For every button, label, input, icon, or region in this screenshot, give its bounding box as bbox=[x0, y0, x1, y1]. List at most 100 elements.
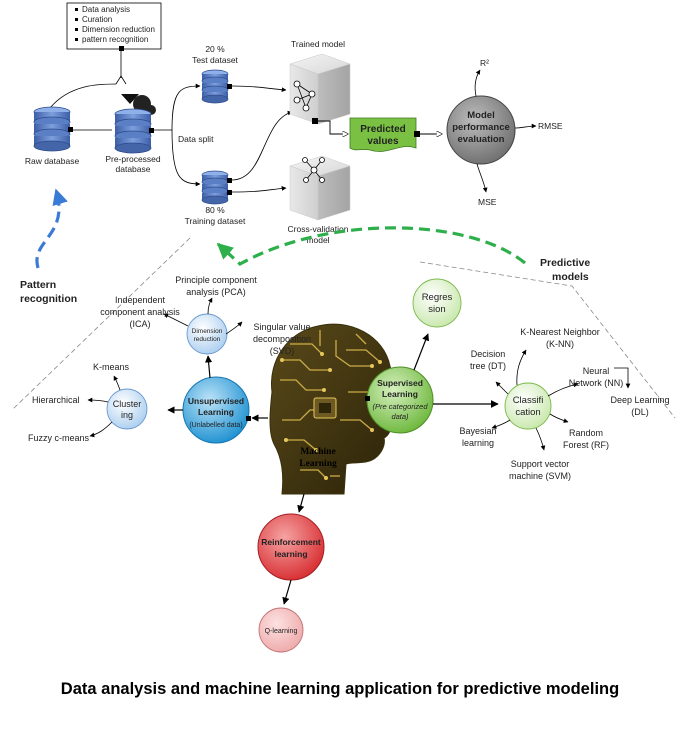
clustering-to-kmeans-arrow bbox=[113, 375, 121, 391]
preprocessed-database-label: database bbox=[116, 164, 151, 174]
clustering-to-hierarchical-arrow bbox=[87, 397, 109, 403]
classification-label: Classifi bbox=[513, 395, 544, 406]
machine-learning-head-icon bbox=[269, 323, 403, 495]
trained-model-label: Trained model bbox=[291, 39, 345, 49]
connector-node bbox=[312, 118, 318, 124]
kmeans-label: K-means bbox=[93, 362, 130, 372]
dimension-reduction-label: reduction bbox=[194, 336, 221, 343]
pattern-recognition-dashed-arrow bbox=[35, 188, 68, 269]
split-to-test-arrow bbox=[154, 83, 201, 131]
reinforcement-to-qlearning-arrow bbox=[282, 579, 292, 605]
class-to-bayesian-arrow bbox=[491, 419, 511, 429]
model-evaluation-node bbox=[446, 95, 516, 165]
rmse-label: RMSE bbox=[538, 121, 563, 131]
svd-label: decomposition bbox=[253, 334, 311, 344]
checklist-box: Data analysis Curation Dimension reducti… bbox=[66, 2, 162, 50]
pattern-recognition-label: Pattern bbox=[20, 279, 56, 291]
class-to-svm-arrow bbox=[535, 427, 546, 451]
supervised-learning-label: Learning bbox=[382, 389, 418, 399]
model-to-predicted-arrow bbox=[318, 120, 348, 134]
machine-learning-label: Learning bbox=[299, 459, 337, 469]
hierarchical-label: Hierarchical bbox=[32, 395, 80, 405]
dimension-reduction-label: Dimension bbox=[192, 328, 223, 335]
model-evaluation-label: evaluation bbox=[458, 134, 505, 145]
network-icon bbox=[302, 157, 325, 183]
knn-label: (K-NN) bbox=[546, 339, 574, 349]
model-evaluation-label: performance bbox=[452, 122, 510, 133]
supervised-to-regression-arrow bbox=[413, 333, 430, 371]
unsupervised-learning-label: Learning bbox=[198, 407, 234, 417]
bayesian-label: learning bbox=[462, 438, 494, 448]
knn-label: K-Nearest Neighbor bbox=[520, 327, 600, 337]
neural-network-label: Neural bbox=[583, 366, 610, 376]
connector-node bbox=[246, 416, 251, 421]
zoom-boundary-right bbox=[419, 261, 676, 419]
neural-network-label: Network (NN) bbox=[569, 378, 624, 388]
preprocessed-database-label: Pre-processed bbox=[105, 154, 161, 164]
dimreduction-to-ica-arrow bbox=[163, 313, 189, 327]
class-to-dt-arrow bbox=[495, 381, 509, 395]
class-to-nn-arrow bbox=[547, 382, 579, 397]
funnel-icon bbox=[121, 94, 139, 104]
unsupervised-to-dimreduction-arrow bbox=[205, 355, 213, 379]
connector-node bbox=[119, 46, 124, 51]
eval-to-rmse-arrow bbox=[514, 123, 537, 129]
clustering-to-fuzzy-arrow bbox=[89, 421, 113, 438]
mse-label: MSE bbox=[478, 197, 497, 207]
connector-node bbox=[227, 178, 232, 183]
raw-database-label: Raw database bbox=[25, 156, 80, 166]
nn-to-dl-arrow bbox=[614, 367, 631, 389]
regression-label: Regres bbox=[422, 292, 453, 303]
supervised-learning-node bbox=[366, 366, 434, 434]
reinforcement-learning-label: Reinforcement bbox=[261, 537, 321, 547]
checklist-fork bbox=[115, 75, 127, 85]
preprocessed-database-icon bbox=[114, 108, 152, 154]
checklist-item: Curation bbox=[82, 15, 112, 24]
predicted-values-label: Predicted bbox=[360, 124, 406, 135]
cross-validation-label: model bbox=[306, 235, 329, 245]
clustering-label: Cluster bbox=[113, 399, 142, 409]
clustering-label: ing bbox=[121, 410, 133, 420]
deep-learning-label: Deep Learning bbox=[610, 395, 669, 405]
dimreduction-to-pca-arrow bbox=[207, 297, 213, 315]
model-evaluation-label: Model bbox=[467, 110, 494, 121]
pattern-recognition-label: recognition bbox=[20, 293, 77, 305]
qlearning-node bbox=[258, 607, 304, 653]
zoom-boundary-left bbox=[11, 237, 191, 411]
svm-label: Support vector bbox=[511, 459, 570, 469]
classification-node bbox=[504, 382, 552, 430]
test-dataset-label: Test dataset bbox=[192, 55, 238, 65]
class-to-knn-arrow bbox=[516, 349, 527, 386]
trained-model-cube bbox=[289, 53, 351, 125]
training-dataset-icon bbox=[201, 170, 229, 205]
reinforcement-learning-label: learning bbox=[274, 549, 307, 559]
connector-node bbox=[414, 131, 420, 137]
ica-label: component analysis bbox=[100, 307, 180, 317]
random-forest-label: Forest (RF) bbox=[563, 440, 609, 450]
decision-tree-label: Decision bbox=[471, 349, 506, 359]
qlearning-label: Q-learning bbox=[265, 628, 298, 635]
pca-label: Principle component bbox=[175, 275, 257, 285]
test-dataset-percent: 20 % bbox=[205, 44, 225, 54]
predictive-models-label: models bbox=[552, 271, 589, 283]
head-to-reinforcement-arrow bbox=[297, 493, 305, 513]
cross-validation-cube bbox=[289, 155, 351, 221]
train-to-model-arrow bbox=[231, 110, 293, 181]
data-split-label: Data split bbox=[178, 134, 214, 144]
test-dataset-icon bbox=[201, 69, 229, 104]
random-forest-label: Random bbox=[569, 428, 603, 438]
fuzzy-cmeans-label: Fuzzy c-means bbox=[28, 433, 90, 443]
machine-learning-label: Machine bbox=[300, 447, 335, 457]
test-to-model-arrow bbox=[231, 85, 287, 93]
unsupervised-learning-label: Unsupervised bbox=[188, 396, 244, 406]
svm-label: machine (SVM) bbox=[509, 471, 571, 481]
regression-label: sion bbox=[428, 304, 445, 315]
training-dataset-label: Training dataset bbox=[185, 216, 246, 226]
connector-node bbox=[227, 84, 232, 89]
checklist-item: pattern recognition bbox=[82, 35, 148, 44]
classification-label: cation bbox=[515, 407, 540, 418]
ica-label: (ICA) bbox=[130, 319, 151, 329]
svd-label: (SVD) bbox=[270, 346, 295, 356]
